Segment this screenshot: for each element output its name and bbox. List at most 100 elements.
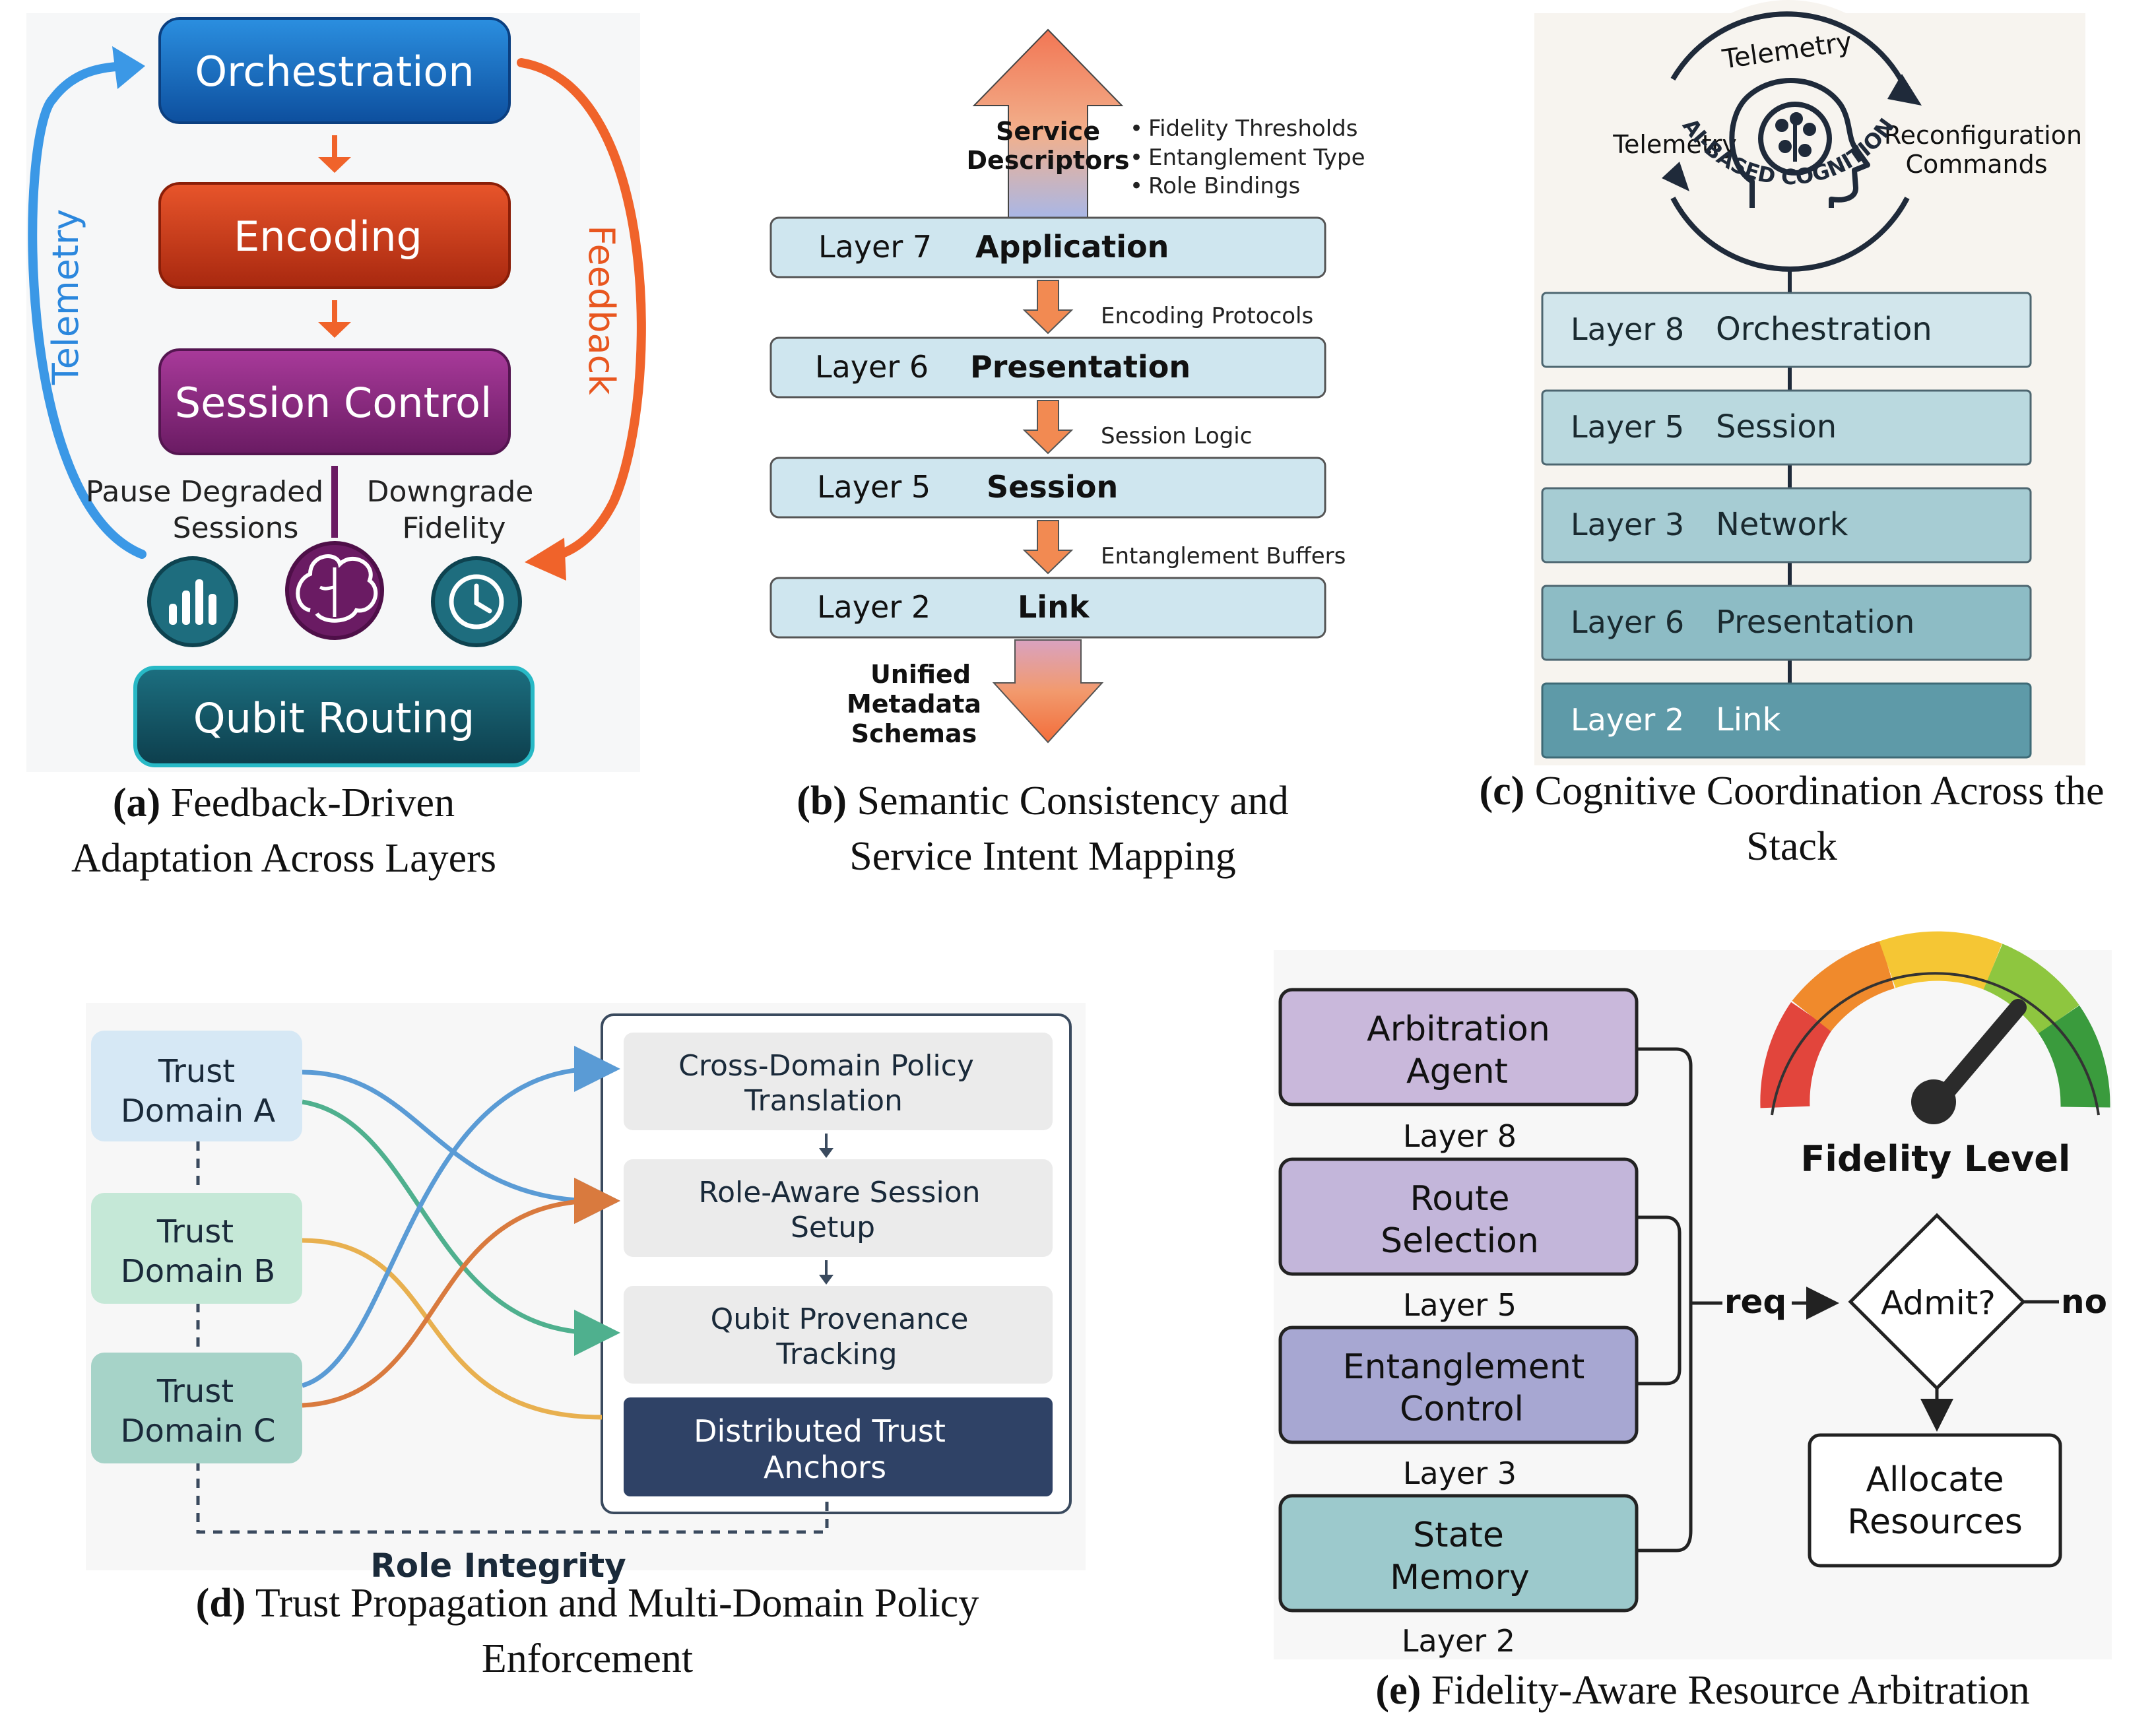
caption-e-tag: (e) xyxy=(1375,1668,1421,1713)
trust-domain-a-line1: Trust xyxy=(158,1053,235,1090)
c-layer6-name: Presentation xyxy=(1716,604,1914,641)
unified-label-line3: Schemas xyxy=(851,719,977,748)
b-layer6-name: Presentation xyxy=(970,349,1191,385)
bullet-item: Role Bindings xyxy=(1148,173,1300,199)
telemetry-left-label: Telemetry xyxy=(1612,130,1736,159)
trust-domain-a-line2: Domain A xyxy=(121,1093,276,1130)
b-down-arrow-2 xyxy=(1022,400,1074,455)
flow-a-to-session xyxy=(302,1070,620,1224)
reconfig-label-line1: Reconfiguration xyxy=(1884,121,2082,150)
role-session-line1: Role-Aware Session xyxy=(698,1176,980,1209)
caption-d-text-line2: Enforcement xyxy=(481,1636,694,1681)
pause-label-line2: Sessions xyxy=(173,511,299,545)
c-layer3-number: Layer 3 xyxy=(1571,507,1684,542)
caption-b-text-line2: Service Intent Mapping xyxy=(849,834,1236,879)
panel-d: Trust Domain A Trust Domain B Trust Doma… xyxy=(86,1003,1086,1585)
e-layer5-label: Layer 5 xyxy=(1403,1287,1517,1323)
svg-text:•: • xyxy=(1130,144,1143,171)
c-layer-stack: Layer 8 Orchestration Layer 5 Session La… xyxy=(1541,292,2032,759)
role-integrity-dashed-path xyxy=(196,1141,829,1534)
route-selection-line1: Route xyxy=(1410,1179,1510,1219)
e-layer3-label: Layer 3 xyxy=(1403,1456,1517,1491)
unified-label-line1: Unified xyxy=(870,660,971,689)
panel-a: Telemetry Feedback Orchestration Encodin… xyxy=(26,13,646,772)
svg-text:•: • xyxy=(1130,173,1143,199)
trust-domain-c-box xyxy=(91,1353,302,1463)
c-layer2-name: Link xyxy=(1716,701,1781,738)
trust-domain-b-box xyxy=(91,1193,302,1304)
c-layer3-box xyxy=(1541,487,2032,563)
trust-domain-b-line1: Trust xyxy=(156,1213,234,1250)
role-integrity-label: Role Integrity xyxy=(370,1547,626,1585)
flow-b-to-anchors xyxy=(302,1238,603,1420)
trust-domain-b-line2: Domain B xyxy=(121,1253,275,1290)
b-layer5-name: Session xyxy=(987,469,1118,505)
arbitration-agent-box xyxy=(1278,988,1639,1106)
panel-b: Service Descriptors • Fidelity Threshold… xyxy=(769,28,1365,748)
caption-a-tag: (a) xyxy=(112,781,161,825)
b-layer7-number: Layer 7 xyxy=(818,229,932,265)
c-layer6-box xyxy=(1541,585,2032,661)
session-control-label: Session Control xyxy=(175,379,492,427)
c-layer8-number: Layer 8 xyxy=(1571,311,1684,347)
trust-anchors-box xyxy=(624,1397,1053,1496)
trust-domain-a-box xyxy=(91,1031,302,1141)
fidelity-level-label: Fidelity Level xyxy=(1801,1138,2071,1180)
bar-chart-icon xyxy=(147,556,238,647)
gauge-hub xyxy=(1911,1079,1956,1124)
state-memory-box xyxy=(1278,1494,1639,1613)
b-connector-label-2: Session Logic xyxy=(1101,423,1252,449)
arbitration-agent-line1: Arbitration xyxy=(1367,1009,1550,1049)
encoding-label: Encoding xyxy=(234,212,422,261)
panel-c: Telemetry Telemetry Reconfiguration Comm… xyxy=(1534,0,2085,765)
c-layer2-box xyxy=(1541,682,2032,759)
qubit-provenance-line1: Qubit Provenance xyxy=(711,1302,969,1336)
qubit-provenance-box xyxy=(624,1286,1053,1384)
downgrade-label-line1: Downgrade xyxy=(367,475,534,509)
bullet-item: Entanglement Type xyxy=(1148,144,1365,171)
caption-b-text-line1: Semantic Consistency and xyxy=(857,779,1289,823)
service-label-line1: Service xyxy=(996,117,1100,146)
telemetry-arc xyxy=(28,61,147,559)
caption-d: (d) Trust Propagation and Multi-Domain P… xyxy=(112,1576,1062,1686)
caption-e-text: Fidelity-Aware Resource Arbitration xyxy=(1431,1668,2030,1713)
feedback-arrowhead xyxy=(525,538,566,581)
ai-head-icon xyxy=(1729,78,1870,208)
c-layer8-box xyxy=(1541,292,2032,368)
svg-text:•: • xyxy=(1130,115,1143,142)
unified-label-line2: Metadata xyxy=(847,689,981,719)
c-layer6-number: Layer 6 xyxy=(1571,604,1684,640)
arbitration-agent-line2: Agent xyxy=(1406,1052,1508,1091)
downgrade-label-line2: Fidelity xyxy=(402,511,506,545)
trust-domain-c-line2: Domain C xyxy=(120,1413,275,1450)
trust-anchors-line1: Distributed Trust xyxy=(694,1413,946,1449)
orchestration-box xyxy=(158,17,511,124)
policy-arrowhead-2 xyxy=(819,1275,833,1285)
flow-c-to-session xyxy=(302,1178,620,1408)
telemetry-label: Telemetry xyxy=(45,209,86,385)
caption-c: (c) Cognitive Coordination Across the St… xyxy=(1432,763,2151,874)
req-label: req xyxy=(1724,1283,1786,1321)
caption-b-tag: (b) xyxy=(797,779,847,823)
entanglement-control-line2: Control xyxy=(1400,1390,1524,1429)
fidelity-gauge xyxy=(1760,931,2110,1124)
b-down-arrow-1 xyxy=(1022,280,1074,335)
admit-label: Admit? xyxy=(1881,1284,1996,1322)
encoding-box xyxy=(158,182,511,289)
entanglement-control-line1: Entanglement xyxy=(1343,1347,1584,1387)
policy-arrowhead-1 xyxy=(819,1148,833,1158)
cognition-ring-top xyxy=(1670,11,1903,81)
policy-container xyxy=(601,1013,1072,1514)
qubit-routing-label: Qubit Routing xyxy=(193,694,474,742)
service-bullets: • Fidelity Thresholds • Entanglement Typ… xyxy=(1130,115,1365,199)
caption-e: (e) Fidelity-Aware Resource Arbitration xyxy=(1293,1663,2112,1718)
b-layer7-box xyxy=(769,216,1326,278)
b-layer5-box xyxy=(769,457,1326,519)
caption-c-text-line2: Stack xyxy=(1746,824,1837,869)
state-memory-line2: Memory xyxy=(1390,1558,1529,1597)
role-session-box xyxy=(624,1159,1053,1257)
unified-down-arrow xyxy=(992,639,1104,744)
request-bracket-outer xyxy=(1637,1047,1693,1552)
b-layer6-number: Layer 6 xyxy=(815,349,929,385)
caption-b: (b) Semantic Consistency and Service Int… xyxy=(713,773,1373,884)
